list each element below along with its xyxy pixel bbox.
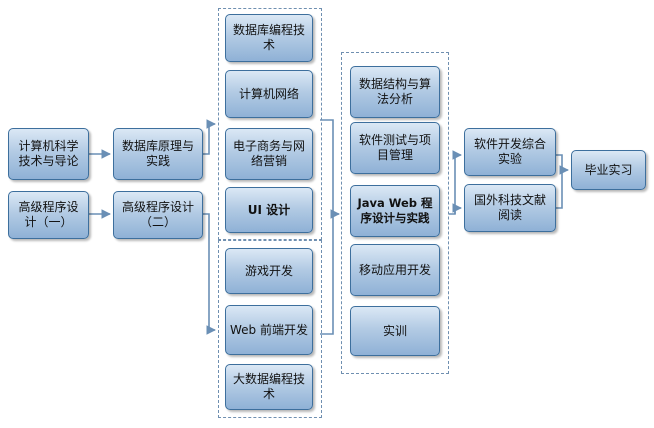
node-n12: 数据结构与算法分析 <box>350 66 440 118</box>
node-n17: 软件开发综合实验 <box>464 128 556 176</box>
group-bottom-dashed <box>218 240 322 418</box>
arrow-middle-n18 <box>452 203 462 214</box>
node-n4: 高级程序设计（二） <box>113 191 203 239</box>
node-n16: 实训 <box>350 306 440 356</box>
line-n18-n19 <box>556 172 563 209</box>
node-n19: 毕业实习 <box>571 150 646 190</box>
node-n7: 电子商务与网络营销 <box>225 128 313 180</box>
bracket-groups <box>320 119 334 335</box>
node-n10: Web 前端开发 <box>225 305 313 355</box>
arrow-n3-group1 <box>203 119 216 155</box>
arrow-n17-n19 <box>556 154 569 175</box>
node-n2: 高级程序设计（一） <box>8 191 89 239</box>
node-n3: 数据库原理与实践 <box>113 128 203 180</box>
node-n5: 数据库编程技术 <box>225 14 313 62</box>
node-n14: Java Web 程序设计与实践 <box>350 185 440 237</box>
node-n13: 软件测试与项目管理 <box>350 122 440 174</box>
node-n6: 计算机网络 <box>225 70 313 118</box>
node-n1: 计算机科学技术与导论 <box>8 128 89 180</box>
group-top-dashed <box>218 8 322 240</box>
node-n15: 移动应用开发 <box>350 244 440 296</box>
node-n18: 国外科技文献阅读 <box>464 184 556 232</box>
node-n11: 大数据编程技术 <box>225 364 313 410</box>
arrow-n4-group2 <box>203 213 216 335</box>
node-n9: 游戏开发 <box>225 248 313 294</box>
node-n8: UI 设计 <box>225 187 313 233</box>
group-middle-dashed <box>341 52 449 374</box>
arrow-middle-n17 <box>449 150 462 215</box>
